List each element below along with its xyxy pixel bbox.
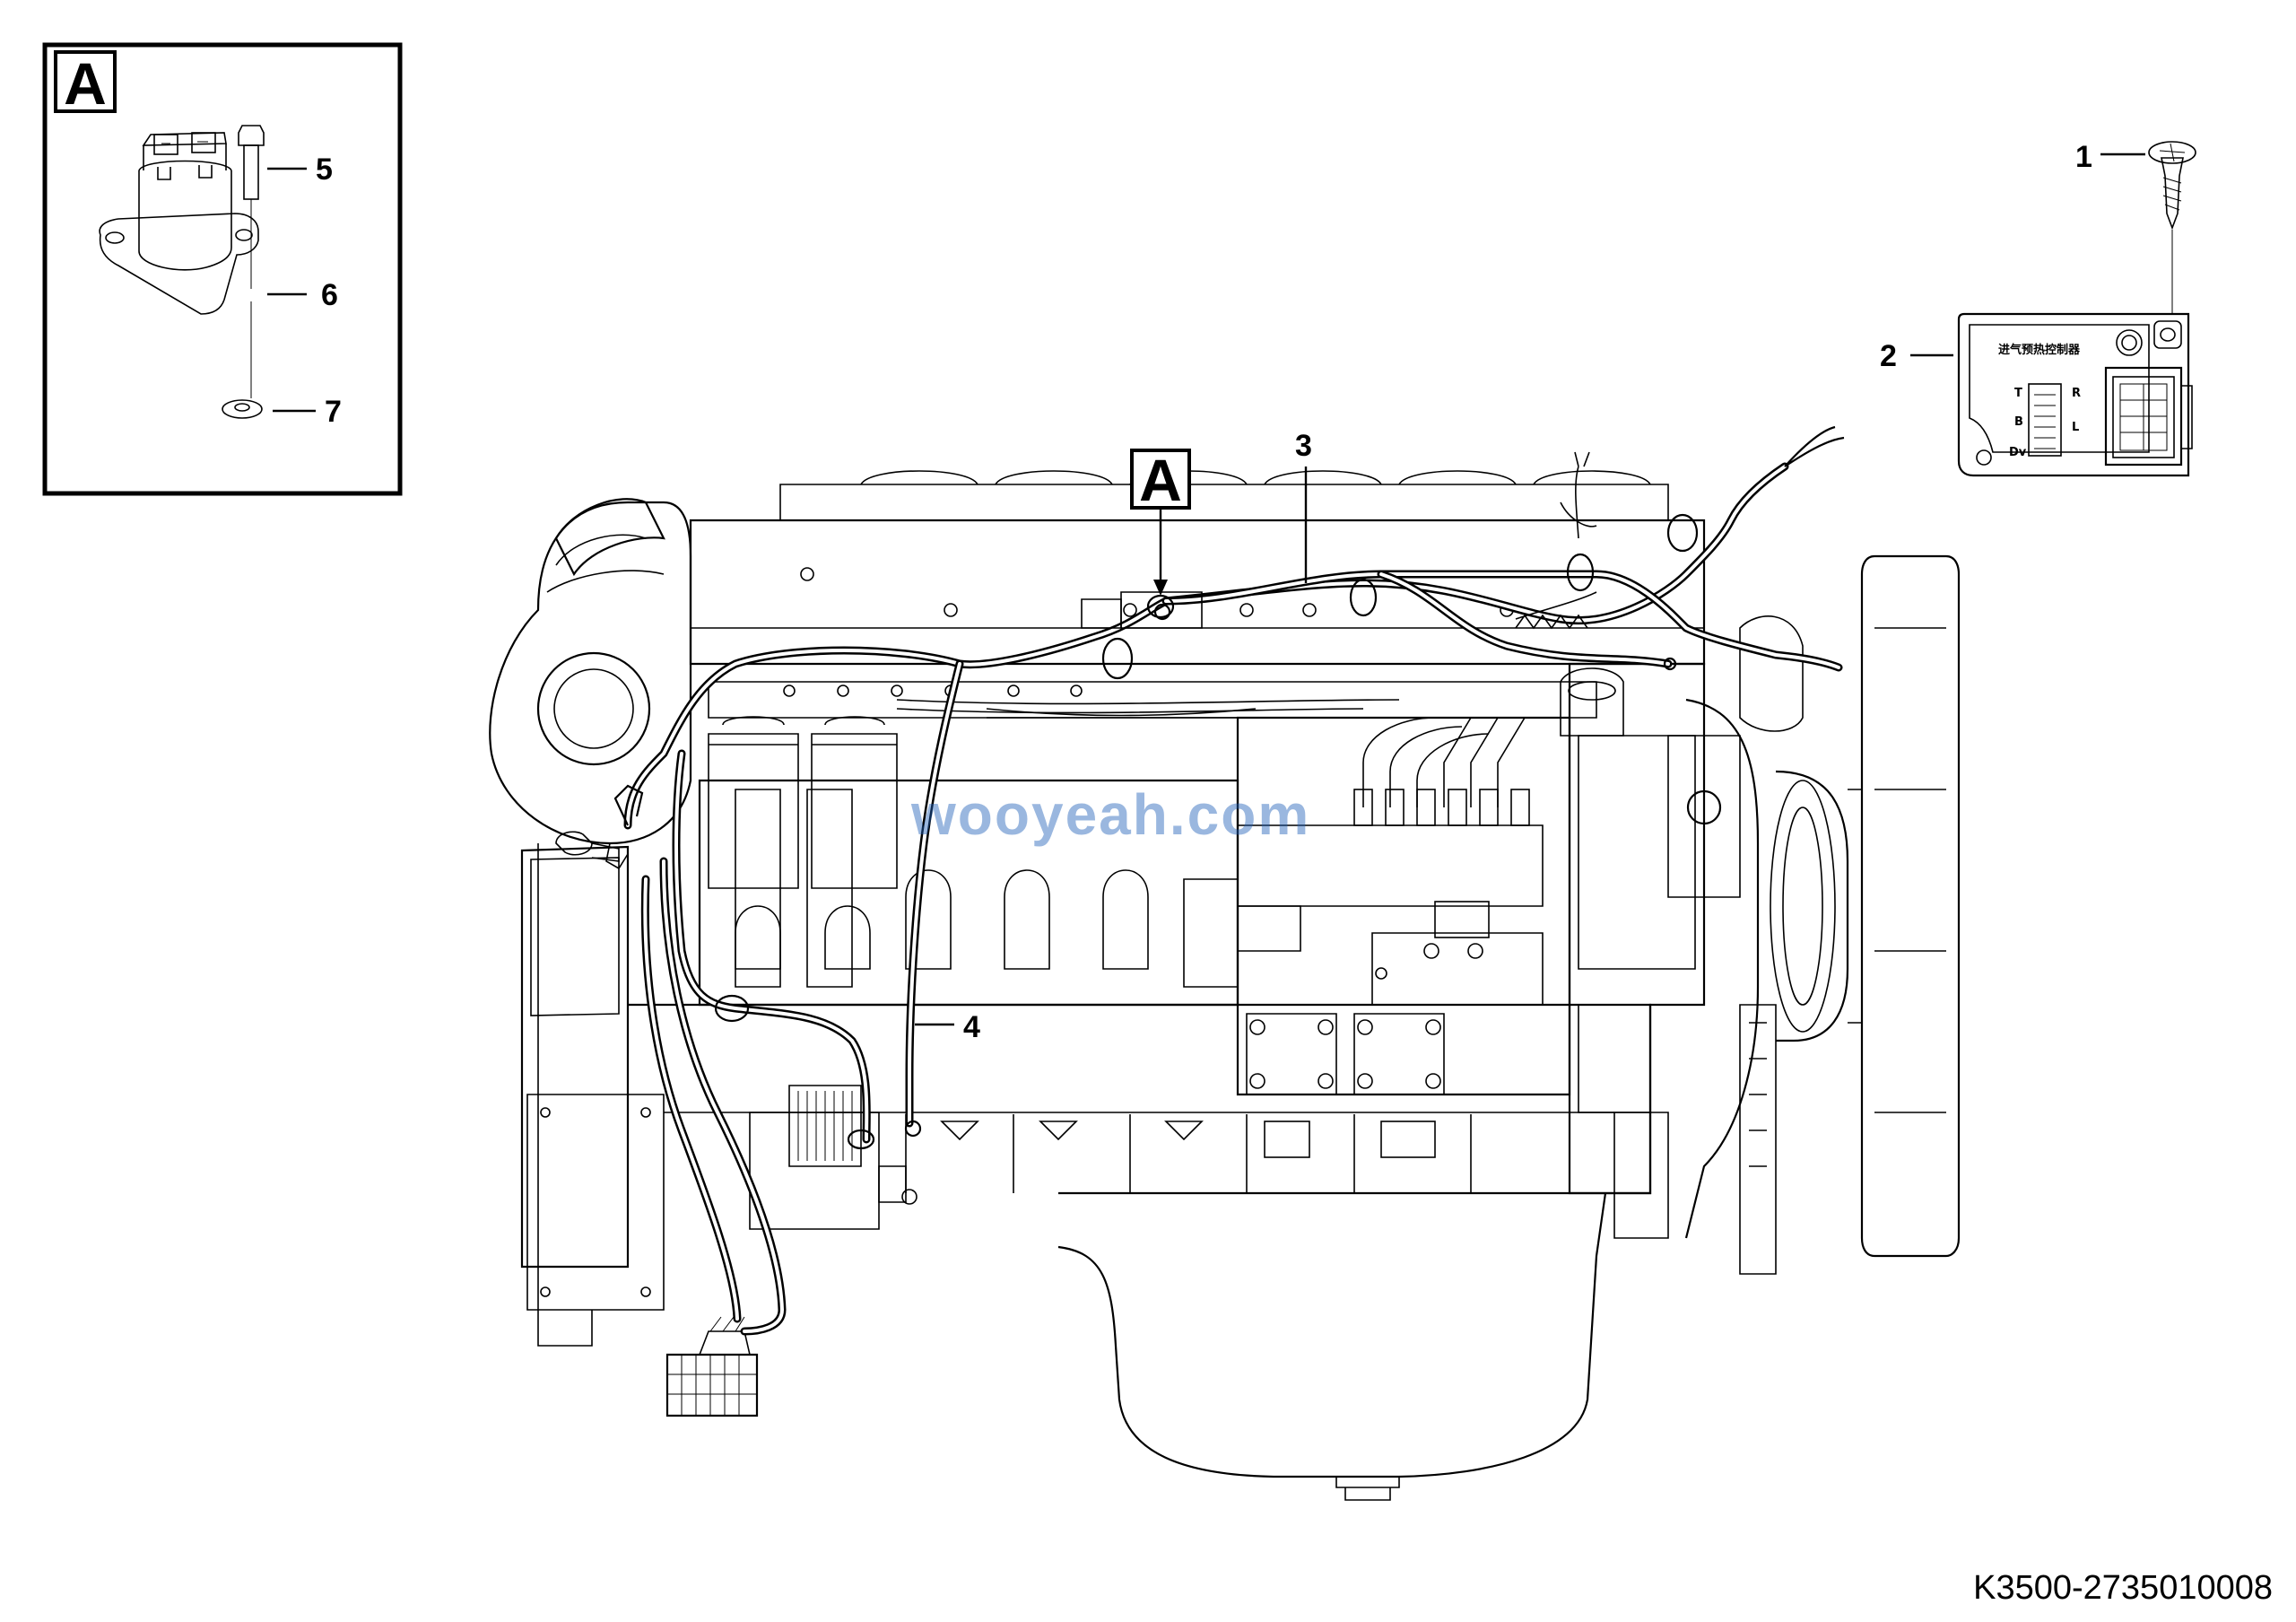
wiring-harness-4 bbox=[605, 659, 964, 1336]
callout-7: 7 bbox=[325, 395, 342, 429]
valve-covers bbox=[860, 470, 1651, 485]
harness-connector bbox=[665, 1316, 759, 1417]
detail-box-letter: A bbox=[64, 50, 107, 117]
starter-motor bbox=[749, 1085, 918, 1230]
wiring-harness-3 bbox=[623, 425, 1845, 830]
callout-3: 3 bbox=[1295, 429, 1312, 463]
document-id: K3500-2735010008 bbox=[1973, 1569, 2273, 1607]
cylinder-bosses bbox=[735, 869, 1149, 970]
pulley-and-fan bbox=[1739, 554, 1961, 1275]
reference-a-marker: A bbox=[1081, 447, 1203, 629]
injection-pump bbox=[1183, 716, 1571, 1096]
watermark-text: wooyeah.com bbox=[910, 782, 1310, 847]
bolt-5 bbox=[238, 125, 265, 289]
controller-pin-l: L bbox=[2072, 421, 2079, 434]
washer-7 bbox=[222, 301, 263, 419]
controller-pin-t: T bbox=[2014, 387, 2022, 400]
controller-pin-r: R bbox=[2072, 387, 2081, 400]
reference-a-letter: A bbox=[1139, 447, 1182, 513]
controller-pin-dv: Dv bbox=[2009, 446, 2027, 459]
screw-1 bbox=[2148, 141, 2196, 314]
head-bolts bbox=[783, 567, 1514, 697]
oil-filters bbox=[708, 716, 898, 889]
preheat-relay-drawing bbox=[99, 132, 259, 315]
callout-5: 5 bbox=[316, 153, 333, 187]
callout-2: 2 bbox=[1880, 339, 1897, 373]
controller-pin-b: B bbox=[2014, 415, 2023, 429]
injector-pipes bbox=[896, 699, 1530, 826]
turbocharger bbox=[489, 498, 692, 845]
preheat-controller-2: 进气预热控制器 T R B L Dv bbox=[1957, 312, 2193, 477]
temperature-sensor bbox=[555, 831, 620, 862]
front-cover bbox=[1560, 662, 1760, 1239]
engine-assembly bbox=[489, 470, 1961, 1501]
detail-view-a: A 5 6 bbox=[42, 42, 403, 496]
controller-title: 进气预热控制器 bbox=[1998, 343, 2081, 357]
callout-4: 4 bbox=[963, 1010, 980, 1044]
callout-1: 1 bbox=[2075, 140, 2092, 174]
callout-6: 6 bbox=[321, 278, 338, 312]
